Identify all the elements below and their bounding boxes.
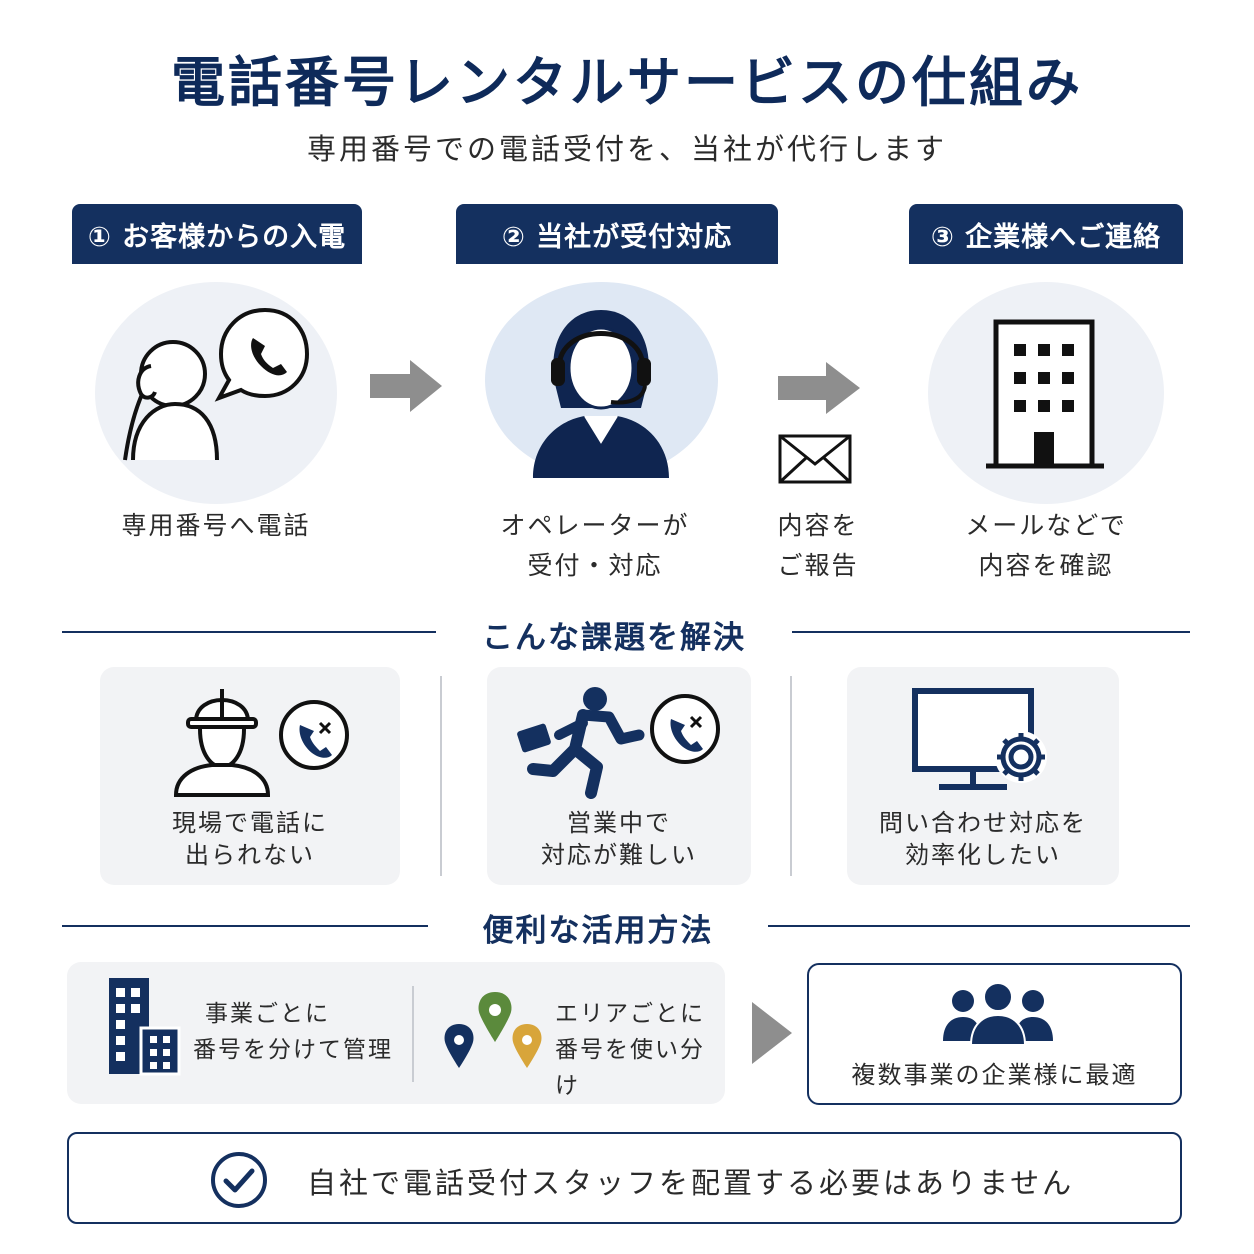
check-circle-icon	[211, 1152, 267, 1208]
caption-line: オペレーターが	[500, 511, 690, 540]
caller-icon	[123, 307, 310, 461]
caption-line: 効率化したい	[905, 841, 1061, 869]
step-3-label: ③ 企業様へご連絡	[909, 204, 1183, 264]
worker-icon	[173, 689, 349, 797]
operator-icon	[533, 310, 669, 478]
running-businessman-icon	[517, 687, 720, 799]
caption-line: 対応が難しい	[541, 841, 697, 869]
section-divider	[792, 631, 1190, 633]
office-buildings-icon	[109, 978, 181, 1076]
use-line: エリアごとに	[555, 1001, 705, 1027]
card-separator	[790, 676, 792, 876]
mail-icon	[778, 434, 852, 484]
arrow-right-icon	[370, 360, 442, 412]
card-separator	[412, 986, 414, 1082]
caption-line: 現場で電話に	[172, 809, 328, 837]
page-title: 電話番号レンタルサービスの仕組み	[171, 51, 1083, 114]
section-divider	[62, 925, 428, 927]
card-separator	[440, 676, 442, 876]
footer-box: 自社で電話受付スタッフを配置する必要はありません	[67, 1132, 1182, 1224]
step-3-caption: メールなどで 内容を確認	[928, 506, 1164, 586]
caption-line: 出られない	[185, 841, 315, 869]
problem-card-2: 営業中で 対応が難しい	[487, 667, 751, 885]
use-line: 番号を分けて管理	[193, 1037, 393, 1063]
caption-line: ご報告	[777, 551, 859, 580]
step-1-label: ① お客様からの入電	[72, 204, 362, 264]
problem-caption-3: 問い合わせ対応を 効率化したい	[847, 807, 1119, 871]
step-2-caption: オペレーターが 受付・対応	[465, 506, 725, 586]
result-box: 複数事業の企業様に最適	[807, 963, 1182, 1105]
triangle-arrow-icon	[752, 1002, 792, 1064]
group-people-icon	[943, 982, 1053, 1045]
caption-line: 問い合わせ対応を	[879, 809, 1087, 837]
result-text: 複数事業の企業様に最適	[851, 1061, 1138, 1089]
monitor-gear-icon	[912, 688, 1047, 790]
building-icon	[986, 319, 1104, 469]
caption-line: 内容を	[777, 511, 859, 540]
caption-line: 受付・対応	[527, 551, 663, 580]
uses-card: 事業ごとに 番号を分けて管理 エリアごとに 番号を使い分け	[67, 962, 725, 1104]
arrow-right-icon	[778, 362, 860, 414]
use-item-2: エリアごとに 番号を使い分け	[555, 996, 725, 1104]
step-3-circle	[928, 282, 1164, 504]
problem-caption-1: 現場で電話に 出られない	[100, 807, 400, 871]
problem-caption-2: 営業中で 対応が難しい	[487, 807, 751, 871]
map-pins-icon	[444, 992, 542, 1068]
use-line: 番号を使い分け	[555, 1037, 705, 1099]
caption-line: 内容を確認	[978, 551, 1114, 580]
caption-line: 営業中で	[567, 809, 671, 837]
page-subtitle: 専用番号での電話受付を、当社が代行します	[306, 132, 947, 166]
section-divider	[62, 631, 436, 633]
problem-card-3: 問い合わせ対応を 効率化したい	[847, 667, 1119, 885]
caption-line: 専用番号へ電話	[121, 511, 311, 540]
report-caption: 内容を ご報告	[758, 506, 878, 586]
step-2-circle	[485, 282, 718, 478]
problems-title: こんな課題を解決	[482, 620, 746, 656]
use-line: 事業ごとに	[205, 1001, 330, 1027]
step-1-caption: 専用番号へ電話	[95, 506, 337, 546]
problem-card-1: 現場で電話に 出られない	[100, 667, 400, 885]
caption-line: メールなどで	[965, 511, 1127, 540]
step-1-circle	[95, 282, 337, 504]
uses-title: 便利な活用方法	[482, 913, 714, 949]
step-2-label: ② 当社が受付対応	[456, 204, 778, 264]
use-item-1: 事業ごとに 番号を分けて管理	[193, 996, 413, 1068]
footer-text: 自社で電話受付スタッフを配置する必要はありません	[307, 1166, 1075, 1200]
section-divider	[768, 925, 1190, 927]
